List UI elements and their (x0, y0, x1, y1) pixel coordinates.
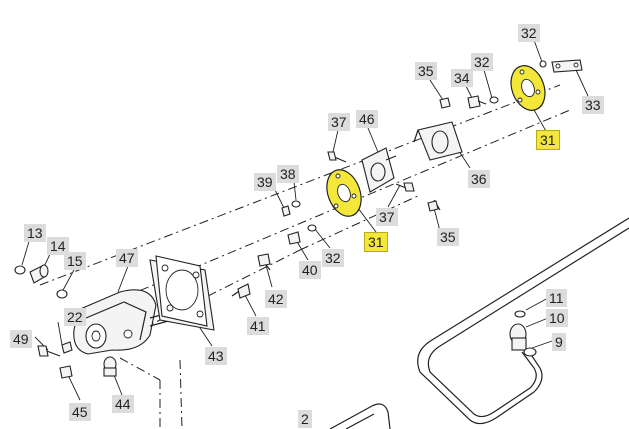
fitting-10 (509, 323, 527, 351)
bolt-42 (257, 253, 271, 271)
callout-31-upper: 31 (536, 130, 560, 150)
callout-37-lower: 37 (376, 208, 398, 226)
bolt-39 (281, 205, 291, 217)
callout-44: 44 (112, 395, 134, 413)
callout-13: 13 (24, 224, 46, 242)
hydraulic-pipe (417, 217, 629, 425)
callout-35-upper: 35 (415, 62, 437, 80)
callout-2: 2 (298, 410, 312, 428)
callout-49: 49 (10, 330, 32, 348)
mounting-plate-43 (149, 255, 215, 331)
flange-31-upper (510, 65, 546, 111)
bolt-41 (231, 283, 251, 299)
bolt-35-upper (439, 97, 451, 109)
washer-32-top (539, 60, 547, 68)
callout-31-lower: 31 (364, 232, 388, 252)
callout-33: 33 (582, 96, 604, 114)
bolt-37-lower (395, 182, 415, 192)
callout-39: 39 (254, 173, 276, 191)
callout-43: 43 (205, 347, 227, 365)
callout-45: 45 (69, 403, 91, 421)
bolt-37-upper (327, 151, 347, 163)
callout-9: 9 (552, 333, 566, 351)
callout-22: 22 (64, 308, 86, 326)
o-ring-15 (56, 289, 68, 299)
callout-34: 34 (451, 69, 473, 87)
flange-31-lower (326, 169, 362, 217)
callout-42: 42 (265, 290, 287, 308)
callout-46: 46 (356, 110, 378, 128)
callout-15: 15 (64, 252, 86, 270)
washer-32-mid (489, 96, 499, 104)
bolt-45 (59, 365, 73, 379)
bracket-46 (361, 147, 397, 193)
bolt-34 (467, 95, 487, 109)
hydraulic-pump-47 (73, 289, 173, 355)
callout-14: 14 (47, 237, 69, 255)
o-ring-9 (523, 347, 537, 357)
callout-32-top: 32 (518, 24, 540, 42)
washer-38 (291, 200, 301, 208)
bracket-36 (413, 121, 463, 161)
bolt-49 (37, 345, 61, 357)
callout-32-lower: 32 (322, 249, 344, 267)
callout-10: 10 (546, 309, 568, 327)
bolt-40 (287, 231, 301, 245)
callout-38: 38 (277, 165, 299, 183)
callout-40: 40 (299, 261, 321, 279)
washer-32-lower (307, 224, 317, 232)
callout-35-lower: 35 (437, 228, 459, 246)
washer-11 (514, 310, 526, 318)
leader-lines (21, 39, 589, 401)
bolt-35-lower (427, 199, 441, 212)
o-ring-13 (14, 265, 26, 275)
fitting-44 (103, 356, 117, 377)
clamp-33 (551, 59, 583, 73)
assembly-center-lines (39, 84, 571, 429)
callout-11: 11 (546, 289, 567, 307)
callout-32-mid: 32 (471, 53, 493, 71)
callout-47: 47 (116, 249, 138, 267)
callout-37-upper: 37 (328, 113, 350, 131)
callout-41: 41 (247, 317, 269, 335)
callout-36: 36 (468, 170, 490, 188)
nut-22 (61, 341, 73, 354)
part-2-fragment (329, 403, 391, 429)
fitting-14 (29, 264, 49, 284)
